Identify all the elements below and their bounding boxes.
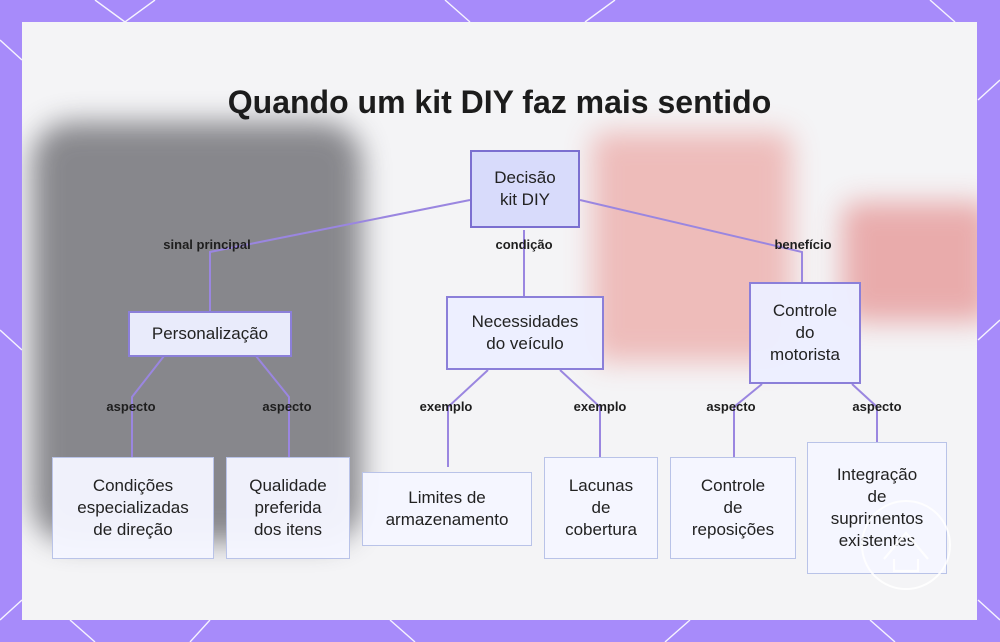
node-qualidade-preferida: Qualidade preferida dos itens	[226, 457, 350, 559]
edge-controle-integracao	[851, 383, 878, 442]
edge-root-personalizacao	[209, 199, 471, 311]
node-condicoes-especializadas: Condições especializadas de direção	[52, 457, 214, 559]
background-photo-right	[842, 202, 977, 322]
node-controle-de-reposicoes: Controle de reposições	[670, 457, 796, 559]
page-title: Quando um kit DIY faz mais sentido	[227, 84, 772, 120]
edge-label-exemplo: exemplo	[573, 399, 627, 414]
edge-personalizacao-qualidade	[255, 355, 290, 457]
edge-personalizacao-condicoes	[131, 355, 165, 457]
edge-necessidades-lacunas	[559, 369, 601, 457]
edge-label-beneficio: benefício	[774, 237, 832, 252]
edge-root-controle	[579, 199, 803, 282]
edge-necessidades-limites	[447, 369, 489, 467]
edge-label-aspecto: aspecto	[106, 399, 156, 414]
node-lacunas-de-cobertura: Lacunas de cobertura	[544, 457, 658, 559]
node-necessidades-do-veiculo: Necessidades do veículo	[446, 296, 604, 370]
node-integracao-suprimentos: Integração de suprimentos existentes	[807, 442, 947, 574]
edge-label-aspecto: aspecto	[706, 399, 756, 414]
diagram-card: Quando um kit DIY faz mais sentido Decis…	[22, 22, 977, 620]
edge-label-sinal-principal: sinal principal	[163, 237, 251, 252]
edge-label-aspecto: aspecto	[262, 399, 312, 414]
edge-label-condicao: condição	[495, 237, 553, 252]
node-limites-armazenamento: Limites de armazenamento	[362, 472, 532, 546]
diagram-edges	[131, 199, 878, 467]
node-personalizacao: Personalização	[128, 311, 292, 357]
node-controle-do-motorista: Controle do motorista	[749, 282, 861, 384]
edge-label-aspecto: aspecto	[852, 399, 902, 414]
edge-label-exemplo: exemplo	[419, 399, 473, 414]
house-logo-icon	[861, 500, 951, 590]
edge-controle-reposicoes	[733, 383, 763, 457]
node-decisao-kit-diy: Decisão kit DIY	[470, 150, 580, 228]
